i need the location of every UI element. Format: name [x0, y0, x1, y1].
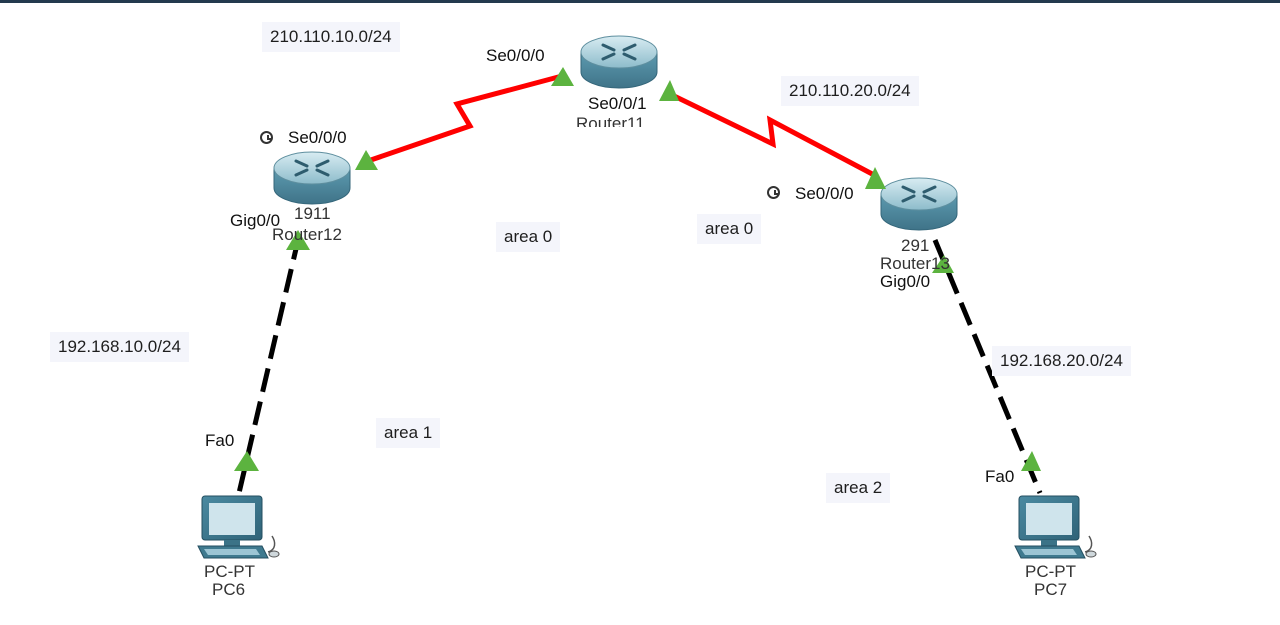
- network-note-lan1[interactable]: 192.168.10.0/24: [50, 332, 189, 362]
- port-up-triangle: [865, 167, 886, 189]
- pc6-name: PC6: [212, 580, 246, 599]
- router13-port-serial: Se0/0/0: [795, 184, 854, 203]
- router13-name: Router13: [880, 254, 950, 273]
- serial-link-r11-r13: [668, 91, 878, 179]
- port-status-markers: [234, 67, 1041, 471]
- port-up-triangle: [551, 67, 574, 86]
- pc7-model: PC-PT: [1025, 562, 1076, 581]
- router12-model: 1911: [294, 204, 331, 223]
- port-up-triangle: [1021, 451, 1041, 471]
- clock-icon: [767, 186, 780, 199]
- port-up-triangle: [659, 80, 679, 101]
- router11-port-left: Se0/0/0: [486, 46, 545, 65]
- router13-icon[interactable]: [879, 176, 959, 232]
- router11-name: Router11: [576, 114, 645, 127]
- port-up-triangle: [355, 150, 378, 170]
- network-note-wan2[interactable]: 210.110.20.0/24: [781, 76, 919, 106]
- pc6-model: PC-PT: [204, 562, 255, 581]
- router13-model: 291: [901, 236, 930, 255]
- area-note-2[interactable]: area 2: [826, 473, 891, 503]
- router12-port-serial: Se0/0/0: [288, 128, 347, 147]
- serial-link-r12-r11: [364, 73, 563, 165]
- router12-port-gig: Gig0/0: [230, 211, 281, 230]
- area-note-0-right[interactable]: area 0: [697, 214, 762, 244]
- pc7-icon[interactable]: [1014, 495, 1097, 559]
- clock-icon: [260, 131, 273, 144]
- top-bar: [0, 0, 1280, 3]
- port-up-triangle: [234, 451, 259, 471]
- area-note-1[interactable]: area 1: [376, 418, 441, 448]
- ethernet-link-r13-pc7: [932, 239, 1043, 494]
- router13-port-gig: Gig0/0: [880, 272, 931, 291]
- ethernet-link-r12-pc6: [236, 235, 302, 494]
- area-note-0-left[interactable]: area 0: [496, 222, 561, 252]
- network-note-wan1[interactable]: 210.110.10.0/24: [262, 22, 400, 52]
- router12-icon[interactable]: [272, 150, 352, 206]
- pc6-icon[interactable]: [197, 495, 280, 559]
- router11-icon[interactable]: [579, 34, 659, 90]
- router12-name: Router12: [272, 225, 342, 244]
- network-note-lan2[interactable]: 192.168.20.0/24: [992, 346, 1131, 376]
- pc7-name: PC7: [1034, 580, 1068, 599]
- port-up-triangle: [286, 230, 310, 250]
- pc7-port: Fa0: [985, 467, 1015, 486]
- pc6-port: Fa0: [205, 431, 235, 450]
- router11-port-right: Se0/0/1: [588, 94, 647, 113]
- port-up-triangle: [932, 255, 954, 273]
